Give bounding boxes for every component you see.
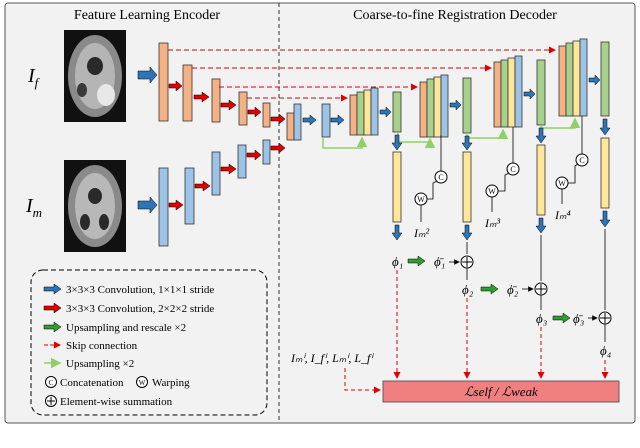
flow-phi4: ϕ₄ <box>600 343 612 358</box>
operation-nodes: C W C W C W <box>414 153 589 206</box>
svg-text:C: C <box>49 379 54 387</box>
flow-phi1-bar: ϕ̄₁ <box>434 254 445 269</box>
summation-connectors <box>449 229 606 342</box>
legend-item-stride: 3×3×3 Convolution, 2×2×2 stride <box>66 303 214 315</box>
decoder-block-3 <box>493 55 523 128</box>
flow-phi2-bar: ϕ̄₂ <box>507 282 519 297</box>
loss-skip-arrows <box>344 270 609 394</box>
encoder-title: Feature Learning Encoder <box>74 8 220 23</box>
moving-encoder <box>158 139 271 247</box>
legend-item-upsample: Upsampling and rescale ×2 <box>66 322 186 334</box>
fixed-image-label: If <box>27 65 41 90</box>
legend-conv-icon <box>43 283 62 295</box>
moving-brain-image <box>64 160 126 252</box>
legend-stride-icon <box>43 302 62 314</box>
flow-phi1: ϕ₁ <box>392 254 403 269</box>
decoder-block-1 <box>349 87 379 136</box>
legend-item-sum: Element-wise summation <box>60 396 173 408</box>
loss-label: ℒself / ℒweak <box>464 384 538 399</box>
warped-image-4: Iₘ⁴ <box>554 208 571 222</box>
decoder-block-4 <box>558 38 588 117</box>
legend-concat-icon <box>45 376 57 388</box>
svg-text:C: C <box>510 165 515 174</box>
svg-text:C: C <box>438 173 443 182</box>
decoder-block-2 <box>419 74 449 138</box>
svg-text:W: W <box>417 195 425 204</box>
legend-warp-icon <box>136 376 148 388</box>
legend-item-up2: Upsampling ×2 <box>66 358 134 370</box>
legend-item-concat: Concatenation <box>60 377 124 389</box>
flow-phi3-bar: ϕ̄₃ <box>573 311 584 326</box>
decoder-green-blocks <box>330 41 610 134</box>
fixed-encoder <box>158 42 271 128</box>
svg-text:W: W <box>139 379 146 387</box>
legend-box <box>30 269 268 416</box>
moving-image-label: Im <box>25 195 42 220</box>
conv-arrow-moving-input <box>137 196 158 214</box>
legend-item-warp: Warping <box>152 377 190 389</box>
bottleneck-blocks <box>270 103 331 154</box>
summation-nodes <box>460 255 612 325</box>
loss-inputs-label: Iₘⁱ, I_fⁱ, Lₘⁱ, L_fⁱ <box>290 351 374 365</box>
legend-item-conv: 3×3×3 Convolution, 1×1×1 stride <box>66 284 214 296</box>
warped-image-2: Iₘ² <box>413 226 429 240</box>
conv-arrow-fixed-input <box>137 66 158 84</box>
legend: 3×3×3 Convolution, 1×1×1 stride 3×3×3 Co… <box>43 283 214 408</box>
decoder-title: Coarse-to-fine Registration Decoder <box>353 8 557 23</box>
operation-connectors <box>420 116 583 222</box>
svg-text:C: C <box>579 156 584 165</box>
legend-item-skip: Skip connection <box>66 340 138 352</box>
svg-text:W: W <box>558 179 566 188</box>
flow-phi3: ϕ₃ <box>536 311 547 326</box>
skip-connections <box>168 46 556 102</box>
warped-image-3: Iₘ³ <box>484 216 500 230</box>
flow-upsample-arrows <box>407 255 571 324</box>
fixed-brain-image <box>64 30 126 122</box>
svg-text:W: W <box>488 187 496 196</box>
legend-upsample-icon <box>43 321 62 333</box>
flow-phi2: ϕ₂ <box>462 282 474 297</box>
encoder-stride-arrows <box>168 80 262 211</box>
loss-box <box>382 380 620 403</box>
down-conv-arrows <box>391 118 611 241</box>
flow-columns <box>392 137 610 223</box>
